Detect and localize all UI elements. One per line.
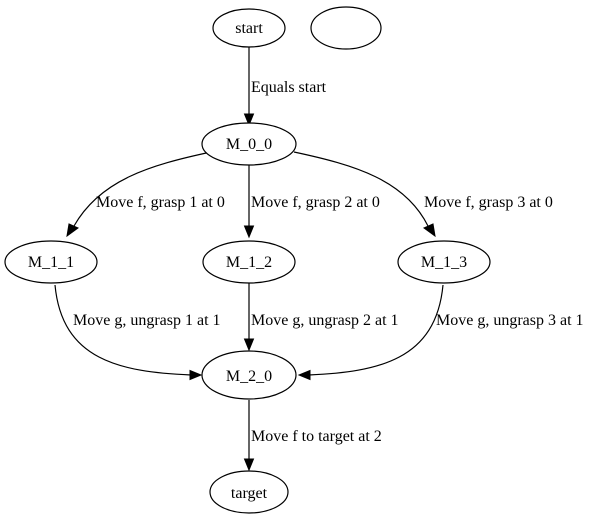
node-m00: M_0_0 [201,122,297,166]
node-blank [310,6,382,50]
edge-label-grasp-3: Move f, grasp 3 at 0 [424,194,553,211]
edge-label-grasp-1: Move f, grasp 1 at 0 [96,194,225,211]
node-m11: M_1_1 [4,240,98,284]
edge-label-ungrasp-2: Move g, ungrasp 2 at 1 [251,312,399,329]
edge-label-ungrasp-3: Move g, ungrasp 3 at 1 [436,312,584,329]
node-m12: M_1_2 [202,240,296,284]
node-target-label: target [231,485,268,502]
node-m13-label: M_1_3 [421,254,467,271]
edge-m00-to-m11: Move f, grasp 1 at 0 [66,151,225,238]
node-m20-label: M_2_0 [226,368,272,385]
edge-start-to-m00: Equals start [243,47,327,127]
node-m13: M_1_3 [397,240,491,284]
edge-label-grasp-2: Move f, grasp 2 at 0 [251,194,380,211]
node-target: target [209,470,289,514]
node-m20: M_2_0 [201,350,297,400]
edge-m11-to-m20: Move g, ungrasp 1 at 1 [54,284,221,381]
edge-m00-to-m13: Move f, grasp 3 at 0 [293,151,553,238]
edge-m00-to-m12: Move f, grasp 2 at 0 [243,165,380,239]
node-m12-label: M_1_2 [226,254,272,271]
node-m00-label: M_0_0 [226,136,272,153]
edge-label-move-to-target: Move f to target at 2 [251,428,382,445]
edge-label-equals-start: Equals start [251,79,327,96]
node-start: start [212,8,286,48]
node-start-label: start [235,20,263,37]
edge-m20-to-target: Move f to target at 2 [243,400,382,472]
edge-m12-to-m20: Move g, ungrasp 2 at 1 [243,283,399,352]
edge-m13-to-m20: Move g, ungrasp 3 at 1 [297,284,584,381]
edge-label-ungrasp-1: Move g, ungrasp 1 at 1 [73,312,221,329]
node-m11-label: M_1_1 [28,254,74,271]
